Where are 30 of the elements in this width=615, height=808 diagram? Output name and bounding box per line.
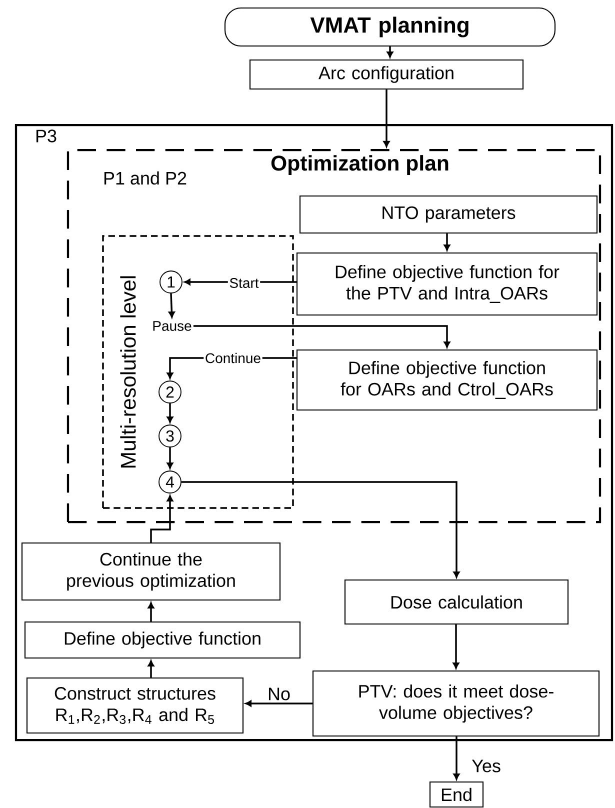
arrow — [166, 447, 174, 469]
process-box: Arc configuration — [249, 59, 524, 90]
process-box: Dose calculation — [344, 579, 569, 625]
arrow — [166, 403, 174, 423]
arrow — [453, 736, 460, 780]
arrow — [383, 90, 390, 148]
process-box: Define objective function for OARs and Ctrol_OARs — [296, 349, 598, 411]
edge-label: Start — [228, 276, 260, 290]
arrow — [386, 46, 394, 58]
arrow — [181, 481, 460, 578]
process-box: Define objective function — [24, 621, 301, 659]
arrow — [148, 602, 154, 622]
arrow — [168, 293, 175, 318]
arrow — [452, 624, 460, 669]
edge-label: Continue — [204, 352, 262, 364]
edge-label: No — [266, 686, 292, 702]
arrow — [245, 700, 312, 707]
arrow — [193, 325, 450, 348]
process-box: Continue the previous optimization — [21, 542, 281, 601]
title-box: VMAT planning — [224, 7, 556, 47]
process-box: End — [429, 781, 484, 808]
process-box: Define objective function for the PTV and Intra_OARs — [296, 252, 598, 316]
arrow — [148, 660, 154, 678]
arrow — [444, 234, 450, 251]
arrow — [150, 495, 174, 542]
edge-label: Yes — [470, 758, 502, 774]
step-label: Pause — [153, 321, 192, 331]
process-box: PTV: does it meet dose-volume objectives? — [312, 670, 600, 737]
process-box: Construct structures R$_{1}$,R$_{2}$,R$_{3}$,R$_{4}$ and R$_{5}$ — [26, 677, 244, 734]
process-box: NTO parameters — [299, 195, 598, 234]
